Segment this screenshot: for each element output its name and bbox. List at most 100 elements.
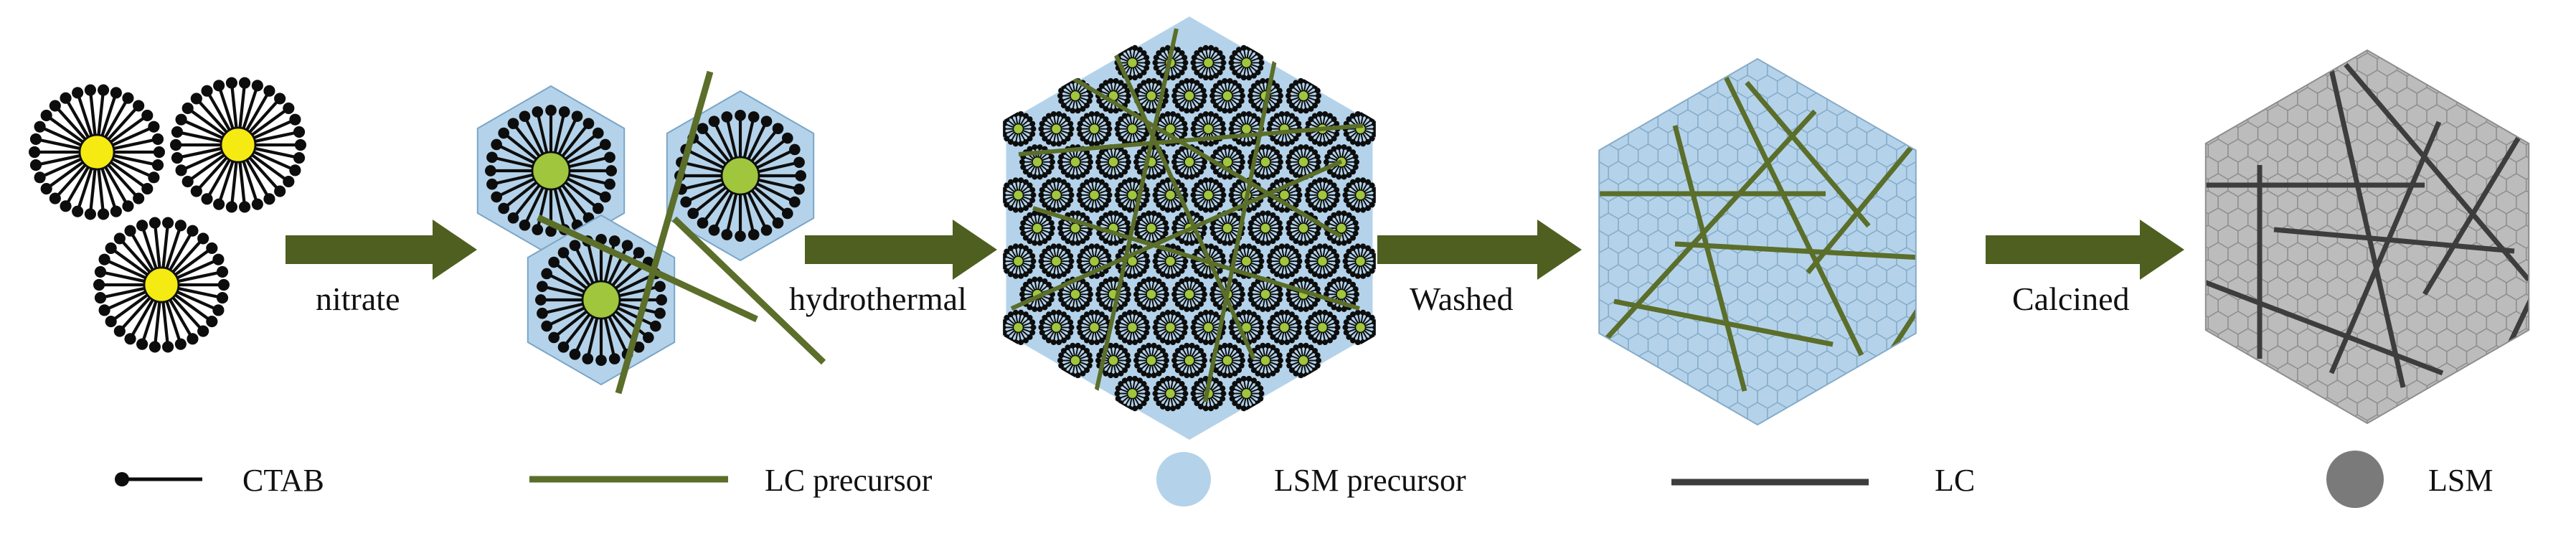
packed-micelle bbox=[1003, 177, 1037, 213]
packed-micelle bbox=[1304, 177, 1341, 213]
packed-micelle bbox=[1114, 375, 1151, 412]
lc-rod bbox=[1674, 241, 1916, 261]
stage-nitrate-micelles bbox=[476, 70, 826, 395]
ctab-micelle bbox=[29, 84, 165, 220]
lsm-circle-icon bbox=[2326, 451, 2384, 508]
packed-micelle bbox=[1038, 309, 1075, 346]
lc-rod bbox=[1745, 80, 1871, 228]
packed-micelle bbox=[1019, 210, 1055, 246]
step-label-calcined: Calcined bbox=[2012, 281, 2130, 317]
lc-precursor-rod bbox=[1010, 159, 1343, 311]
lc-rod bbox=[1715, 60, 1864, 357]
legend-label-lc-precursor: LC precursor bbox=[765, 463, 933, 498]
packed-micelle bbox=[1266, 309, 1303, 346]
packed-micelle bbox=[1076, 110, 1113, 147]
packed-micelle bbox=[1342, 110, 1376, 147]
lc-rod bbox=[1672, 125, 1747, 392]
step-label-hydrothermal: hydrothermal bbox=[789, 281, 967, 317]
packed-micelle bbox=[1190, 44, 1227, 81]
packed-micelle bbox=[1133, 276, 1169, 312]
lc-rod bbox=[1613, 298, 1834, 347]
arrow-calcined bbox=[1986, 220, 2184, 280]
lc-precursor-rod bbox=[1060, 70, 1343, 239]
legend-label-lsm-precursor: LSM precursor bbox=[1274, 463, 1466, 498]
lsm-honeycomb bbox=[2205, 50, 2529, 423]
legend-label-lc: LC bbox=[1935, 463, 1975, 498]
packed-micelle bbox=[1171, 276, 1207, 312]
packed-micelle bbox=[1114, 44, 1151, 81]
packed-micelle bbox=[1342, 177, 1376, 213]
packed-micelle bbox=[1285, 342, 1321, 379]
packed-micelle bbox=[1003, 110, 1037, 147]
packed-micelle bbox=[1095, 342, 1131, 379]
packed-micelle bbox=[1247, 210, 1283, 246]
packed-micelle bbox=[1171, 144, 1207, 180]
lsm-precursor-honeycomb bbox=[1599, 59, 1916, 425]
lc-precursor-rod bbox=[1108, 42, 1256, 360]
lc-precursor-rod bbox=[1203, 50, 1279, 402]
stage-washed-lsm-precursor bbox=[1598, 57, 1917, 426]
washed-outline bbox=[1598, 57, 1917, 426]
micelle-array bbox=[1003, 28, 1376, 412]
ctab-micelle bbox=[93, 217, 230, 353]
packed-micelle bbox=[1038, 177, 1075, 213]
packed-micelle bbox=[1133, 342, 1169, 379]
legend-label-lsm: LSM bbox=[2428, 463, 2493, 498]
lc-rod bbox=[2344, 62, 2529, 282]
lc-rod bbox=[2273, 227, 2515, 254]
lc-precursor-rod bbox=[1018, 123, 1364, 156]
stage-hydrothermal-assembly bbox=[1003, 17, 1376, 440]
legend-label-ctab: CTAB bbox=[242, 463, 324, 498]
stage-calcined-lsm bbox=[2204, 49, 2530, 425]
loaded-micelle bbox=[674, 110, 807, 242]
lc-rod bbox=[2329, 121, 2442, 375]
lc-rod bbox=[1599, 109, 1817, 347]
packed-micelle bbox=[1019, 144, 1055, 180]
packed-micelle bbox=[1038, 243, 1075, 279]
packed-micelle bbox=[1228, 44, 1265, 81]
arrow-hydrothermal bbox=[805, 220, 997, 280]
arrow-washed bbox=[1377, 220, 1582, 280]
ctab-micelle bbox=[170, 77, 306, 213]
packed-micelle bbox=[1133, 210, 1169, 246]
packed-micelle bbox=[1057, 144, 1093, 180]
packed-micelle bbox=[1171, 77, 1207, 114]
lc-rod bbox=[2205, 277, 2444, 376]
packed-micelle bbox=[1266, 243, 1303, 279]
lc-rod bbox=[2422, 113, 2529, 296]
calcined-outline bbox=[2204, 49, 2530, 425]
arrow-nitrate bbox=[286, 220, 477, 280]
packed-micelle bbox=[1304, 243, 1341, 279]
legend: CTAB LC precursor LSM precursor LC LSM bbox=[115, 451, 2493, 508]
lc-precursor-rod bbox=[1032, 206, 1360, 311]
packed-micelle bbox=[1076, 177, 1113, 213]
packed-micelle bbox=[1209, 77, 1245, 114]
lc-rod bbox=[1806, 105, 1916, 275]
lsm-precursor-circle-icon bbox=[1156, 452, 1211, 507]
packed-micelle bbox=[1247, 342, 1283, 379]
packed-micelle bbox=[1247, 144, 1283, 180]
packed-micelle bbox=[1285, 144, 1321, 180]
packed-micelle bbox=[1285, 276, 1321, 312]
lc-rod bbox=[2325, 53, 2406, 388]
packed-micelle bbox=[1133, 77, 1169, 114]
packed-micelle bbox=[1152, 309, 1189, 346]
packed-micelle bbox=[1324, 276, 1359, 312]
lc-precursor-rod bbox=[537, 214, 758, 323]
step-label-washed: Washed bbox=[1410, 281, 1513, 317]
packed-micelle bbox=[1003, 243, 1037, 279]
packed-micelle bbox=[1285, 77, 1321, 114]
lc-precursor-rod bbox=[615, 70, 714, 395]
packed-micelle bbox=[1324, 210, 1359, 246]
packed-micelle bbox=[1342, 243, 1376, 279]
loaded-micelle bbox=[485, 105, 617, 237]
packed-micelle bbox=[1171, 342, 1207, 379]
lc-precursor-rod bbox=[671, 216, 826, 365]
stage-ctab-micelles bbox=[29, 77, 306, 353]
packed-micelle bbox=[1095, 77, 1131, 114]
packed-micelle bbox=[1152, 375, 1189, 412]
step-label-nitrate: nitrate bbox=[316, 281, 400, 317]
loaded-micelle bbox=[535, 234, 667, 366]
packed-micelle bbox=[1152, 177, 1189, 213]
